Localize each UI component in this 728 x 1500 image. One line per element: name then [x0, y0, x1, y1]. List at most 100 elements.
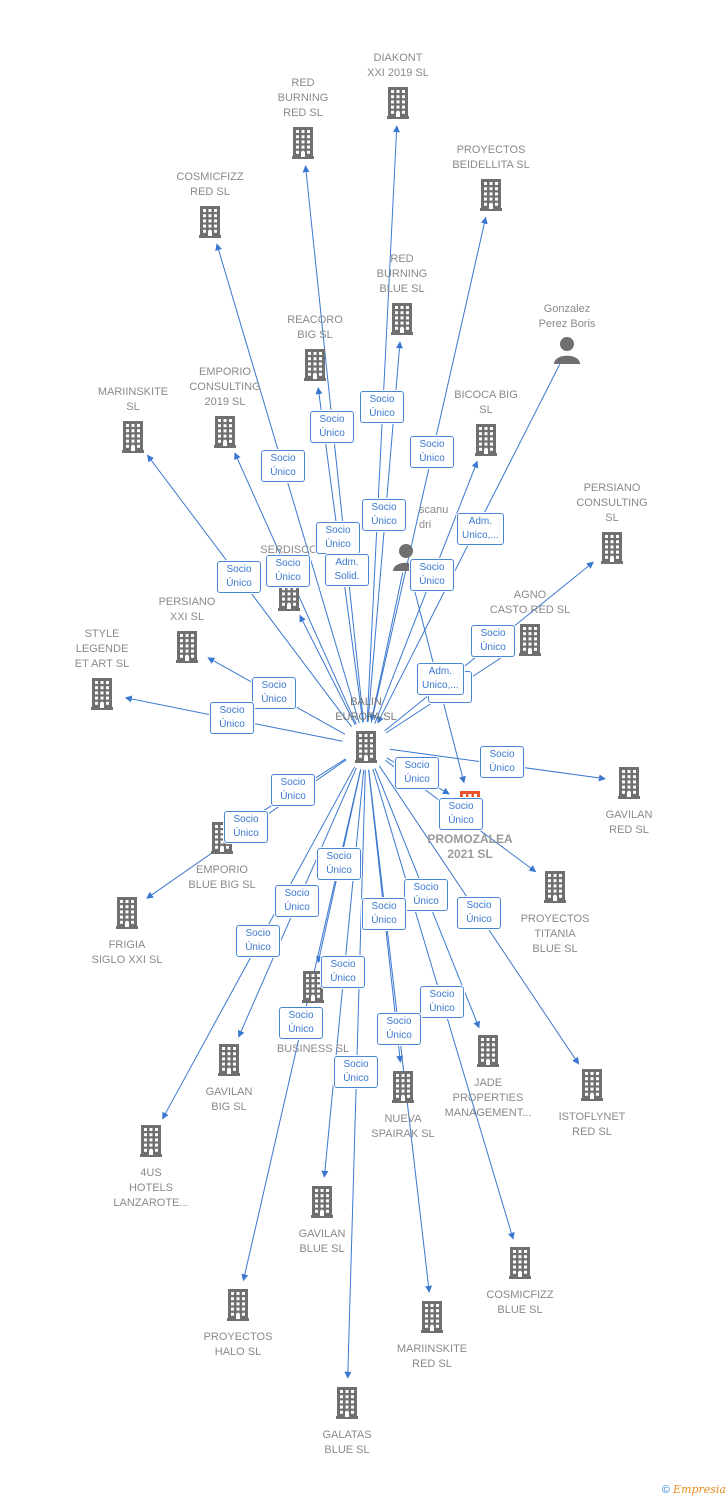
node-mariinskite-red[interactable]: MARIINSKITE RED SL: [377, 1299, 487, 1372]
edge-label-reacoro[interactable]: Socio Único: [316, 522, 360, 554]
node-red-burning-blue[interactable]: RED BURNING BLUE SL: [347, 252, 457, 340]
edge-label-gavilan-red[interactable]: Socio Único: [480, 746, 524, 778]
edge-balin-to-diakont: [366, 125, 400, 723]
node-4us[interactable]: 4US HOTELS LANZAROTE...: [96, 1123, 206, 1211]
edge-person-scanu-to-balin: [369, 572, 404, 722]
node-gavilan-red[interactable]: GAVILAN RED SL: [574, 765, 684, 838]
edge-label-istoflynet[interactable]: Socio Único: [457, 897, 501, 929]
building-icon: [343, 85, 453, 124]
node-persiano-xxi[interactable]: PERSIANO XXI SL: [132, 595, 242, 668]
node-proyectos-titania[interactable]: PROYECTOS TITANIA BLUE SL: [500, 869, 610, 957]
edge-label-frigia[interactable]: Socio Único: [224, 811, 268, 843]
edge-label-nueva-spairak[interactable]: Socio Único: [362, 898, 406, 930]
edge-label-gavilan-blue[interactable]: Socio Único: [321, 956, 365, 988]
node-gavilan-blue[interactable]: GAVILAN BLUE SL: [267, 1184, 377, 1257]
building-icon: [500, 869, 610, 908]
node-persiano-consulting[interactable]: PERSIANO CONSULTING SL: [557, 481, 667, 569]
node-nueva-spairak[interactable]: NUEVA SPAIRAK SL: [348, 1069, 458, 1142]
building-icon: [155, 204, 265, 243]
edge-label-proyectos-beidellita[interactable]: Socio Único: [410, 436, 454, 468]
node-gonzalez[interactable]: Gonzalez Perez Boris: [512, 302, 622, 369]
node-cosmicfizz-red[interactable]: COSMICFIZZ RED SL: [155, 170, 265, 243]
edge-label-diakont[interactable]: Socio Único: [360, 391, 404, 423]
node-label: ISTOFLYNET RED SL: [558, 1111, 626, 1138]
building-icon: [348, 1069, 458, 1108]
edge-label-persiano-consulting[interactable]: Socio Único: [471, 625, 515, 657]
node-agno[interactable]: AGNO CASTO RED SL: [475, 588, 585, 661]
edge-label-style-legende[interactable]: Socio Único: [210, 702, 254, 734]
node-label: EMPORIO CONSULTING 2019 SL: [189, 366, 261, 408]
edge-label-promozalea[interactable]: Socio Único: [395, 757, 439, 789]
node-balin[interactable]: BALIN EUROPA SL: [311, 695, 421, 768]
node-label: 4US HOTELS LANZAROTE...: [113, 1167, 189, 1209]
node-label: NUEVA SPAIRAK SL: [371, 1113, 435, 1140]
node-label: STYLE LEGENDE ET ART SL: [74, 628, 130, 670]
node-label: RED BURNING RED SL: [277, 77, 329, 119]
edge-label-persiano-xxi[interactable]: Socio Único: [252, 677, 296, 709]
node-label: Gonzalez Perez Boris: [538, 303, 596, 330]
edge-label-4us[interactable]: Socio Único: [236, 925, 280, 957]
node-proyectos-halo[interactable]: PROYECTOS HALO SL: [183, 1287, 293, 1360]
edge-label-proyectos-halo[interactable]: Socio Único: [279, 1007, 323, 1039]
node-galatas[interactable]: GALATAS BLUE SL: [292, 1385, 402, 1458]
building-icon: [537, 1067, 647, 1106]
building-icon: [431, 422, 541, 461]
edge-label-balin[interactable]: Adm. Solid.: [325, 554, 369, 586]
node-label: scanu dri: [419, 504, 449, 531]
node-emporio-consulting[interactable]: EMPORIO CONSULTING 2019 SL: [170, 365, 280, 453]
edge-balin-to-serdisco: [299, 614, 356, 725]
building-icon: [258, 969, 368, 1008]
edge-label-mariinskite-sl[interactable]: Socio Único: [217, 561, 261, 593]
node-label: BALIN EUROPA SL: [335, 696, 397, 723]
empresia-logo: Empresia: [673, 1483, 726, 1496]
node-label: PROYECTOS BEIDELLITA SL: [452, 144, 530, 171]
edge-label-galatas[interactable]: Socio Único: [334, 1056, 378, 1088]
building-icon: [377, 1299, 487, 1338]
edge-balin-to-proyectos-beidellita: [370, 216, 488, 723]
edge-label-bicoca[interactable]: Socio Único: [410, 559, 454, 591]
node-frigia[interactable]: FRIGIA SIGLO XXI SL: [72, 895, 182, 968]
edge-label-cosmicfizz-blue[interactable]: Socio Único: [420, 986, 464, 1018]
node-istoflynet[interactable]: ISTOFLYNET RED SL: [537, 1067, 647, 1140]
node-reacoro[interactable]: REACORO BIG SL: [260, 313, 370, 386]
node-label: FRIGIA SIGLO XXI SL: [91, 939, 163, 966]
node-label: PROYECTOS TITANIA BLUE SL: [520, 913, 590, 955]
node-label: COSMICFIZZ RED SL: [176, 171, 244, 198]
node-mariinskite-sl[interactable]: MARIINSKITE SL: [78, 385, 188, 458]
node-label: MARIINSKITE SL: [97, 386, 169, 413]
edge-label-red-burning-red[interactable]: Socio Único: [310, 411, 354, 443]
node-style-legende[interactable]: STYLE LEGENDE ET ART SL: [47, 627, 157, 715]
node-jade[interactable]: JADE PROPERTIES MANAGEMENT...: [433, 1033, 543, 1121]
edge-label-serdisco[interactable]: Socio Único: [266, 555, 310, 587]
node-bicoca[interactable]: BICOCA BIG SL: [431, 388, 541, 461]
edge-label-jade[interactable]: Socio Único: [404, 879, 448, 911]
node-label: PROMOZALEA 2021 SL: [427, 832, 513, 861]
building-icon: [260, 347, 370, 386]
node-proyectos-beidellita[interactable]: PROYECTOS BEIDELLITA SL: [436, 143, 546, 216]
edge-label-balin[interactable]: Adm. Unico,...: [457, 513, 504, 545]
building-icon: [78, 419, 188, 458]
building-icon: [292, 1385, 402, 1424]
edge-balin-to-cosmicfizz-red: [215, 243, 360, 724]
building-icon: [433, 1033, 543, 1072]
edge-label-proyectos-titania[interactable]: Socio Único: [439, 798, 483, 830]
node-label: GALATAS BLUE SL: [322, 1429, 372, 1456]
node-label: PERSIANO XXI SL: [158, 596, 216, 623]
footer-brand[interactable]: © Empresia: [662, 1483, 726, 1496]
edge-label-mariinskite-red[interactable]: Socio Único: [377, 1013, 421, 1045]
edge-label-gavilan-big[interactable]: Socio Único: [275, 885, 319, 917]
building-icon: [311, 729, 421, 768]
edge-label-cosmicfizz-red[interactable]: Socio Único: [261, 450, 305, 482]
node-label: EMPORIO BLUE BIG SL: [188, 864, 256, 891]
building-icon: [72, 895, 182, 934]
edge-label-business[interactable]: Socio Único: [317, 848, 361, 880]
node-cosmicfizz-blue[interactable]: COSMICFIZZ BLUE SL: [465, 1245, 575, 1318]
edge-label-emporio-blue[interactable]: Socio Único: [271, 774, 315, 806]
node-gavilan-big[interactable]: GAVILAN BIG SL: [174, 1042, 284, 1115]
node-diakont[interactable]: DIAKONT XXI 2019 SL: [343, 51, 453, 124]
edge-label-promozalea[interactable]: Adm. Unico,...: [417, 663, 464, 695]
node-red-burning-red[interactable]: RED BURNING RED SL: [248, 76, 358, 164]
node-label: PERSIANO CONSULTING SL: [576, 482, 648, 524]
edge-label-red-burning-blue[interactable]: Socio Único: [362, 499, 406, 531]
